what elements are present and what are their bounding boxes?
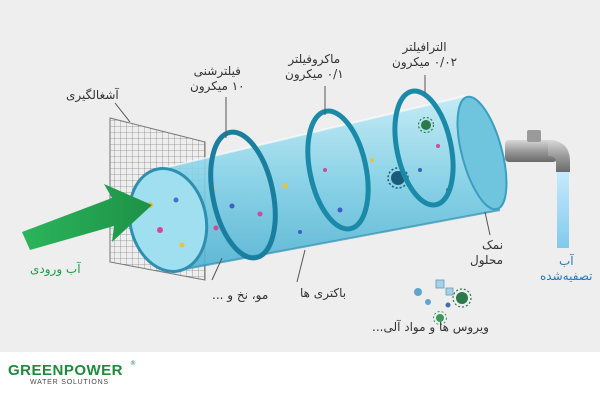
label-virus-organic: ویروس ها و مواد آلی... [372, 320, 489, 334]
filter-rings [208, 88, 456, 261]
label-dissolved-salt: نمک محلول [470, 238, 503, 268]
label-microfilter-name: ماکروفیلتر [288, 52, 341, 66]
label-purified-water-line2: تصفیه‌شده [540, 269, 593, 283]
logo-tagline: WATER SOLUTIONS [30, 379, 109, 386]
removed-particles [414, 279, 472, 325]
label-sediment-filter-name: فیلترشنی [193, 64, 241, 78]
footer-bar [0, 352, 600, 400]
faucet-icon [505, 130, 570, 172]
label-dissolved-salt-line2: محلول [470, 253, 504, 267]
greenpower-logo: GREENPOWER ® WATER SOLUTIONS [8, 360, 138, 392]
pointer-lines [114, 75, 491, 283]
inlet-arrow [22, 184, 152, 250]
label-sediment-filter: فیلترشنی ۱۰ میکرون [190, 64, 245, 94]
label-ultrafilter: الترافیلتر ۰/۰۲ میکرون [392, 40, 457, 70]
label-ultrafilter-size: ۰/۰۲ میکرون [392, 55, 458, 69]
label-dissolved-salt-line1: نمک [482, 238, 504, 252]
label-microfilter-size: ۰/۱ میکرون [285, 67, 344, 81]
water-stream [557, 172, 569, 248]
logo-name: GREENPOWER [8, 362, 124, 379]
microfilter-ring [305, 108, 371, 232]
label-microfilter: ماکروفیلتر ۰/۱ میکرون [285, 52, 344, 82]
virus-icon [433, 311, 447, 325]
label-inlet-water: آب ورودی [30, 262, 81, 276]
sediment-filter-ring [208, 129, 278, 261]
label-ultrafilter-name: الترافیلتر [402, 40, 447, 54]
label-purified-water: آب تصفیه‌شده [540, 254, 593, 284]
logo-registered-mark: ® [130, 360, 136, 367]
label-bacteria: باکتری ها [300, 286, 347, 300]
ultrafilter-ring [392, 88, 456, 208]
filter-tube [127, 95, 508, 273]
virus-icon [417, 116, 435, 134]
label-mesh-screen: آشغالگیری [66, 88, 119, 102]
label-purified-water-line1: آب [558, 254, 574, 268]
tube-inlet-cap [127, 167, 209, 273]
label-hair-thread: مو، نخ و ... [212, 288, 269, 302]
virus-icon [452, 288, 472, 308]
label-sediment-filter-size: ۱۰ میکرون [190, 79, 245, 93]
